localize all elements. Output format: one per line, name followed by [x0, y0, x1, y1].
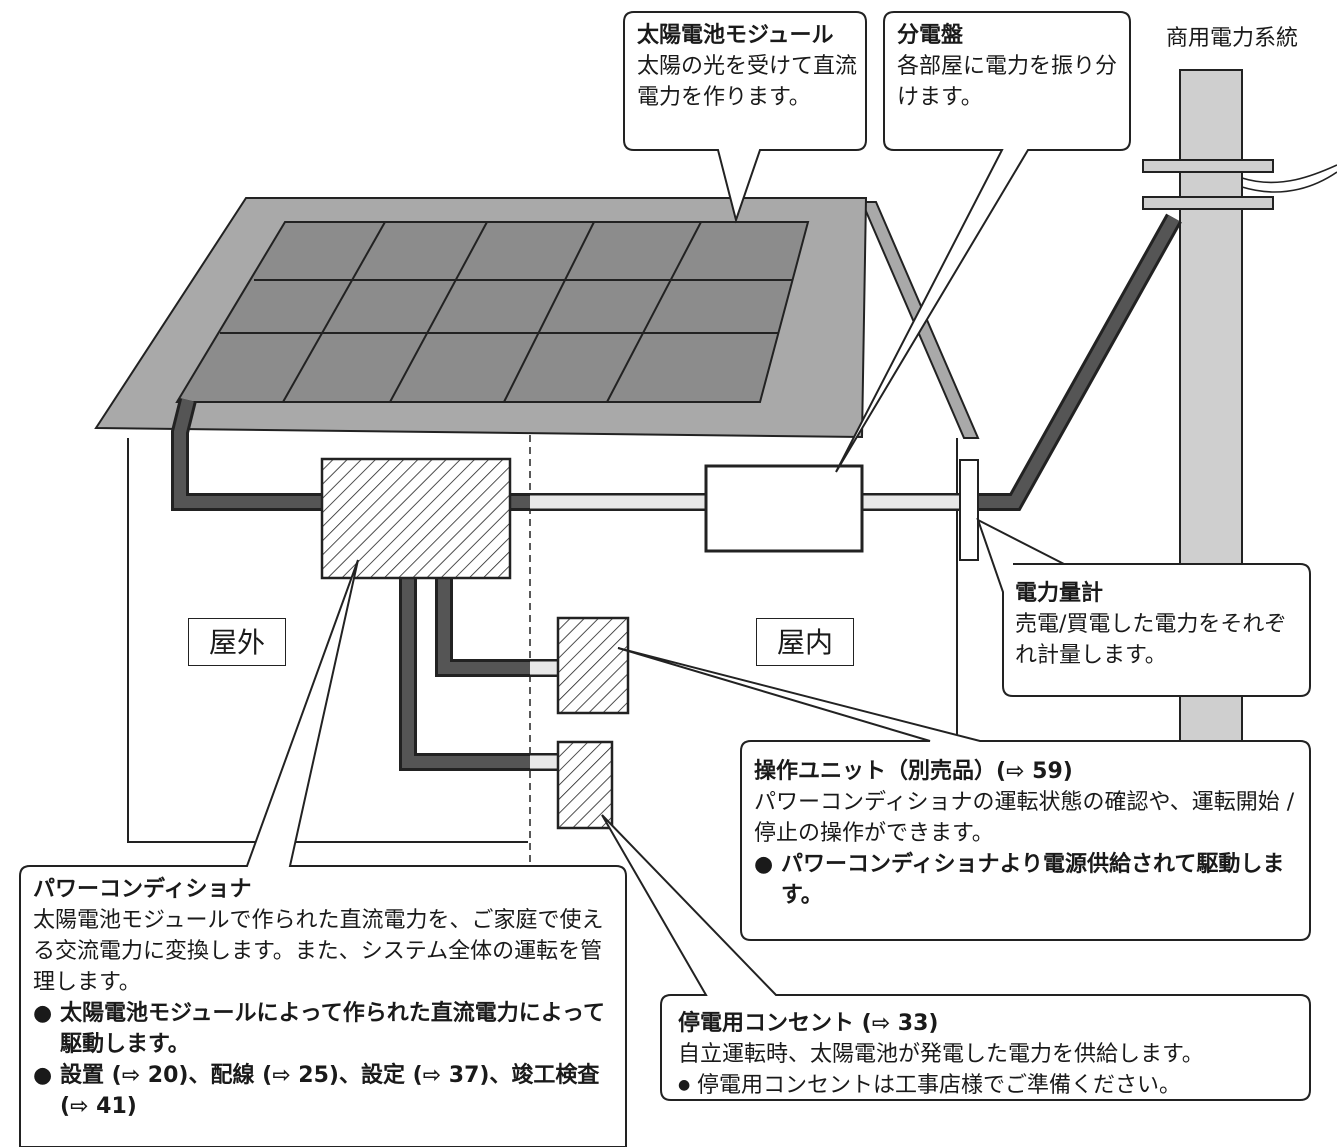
solar-module-array	[175, 221, 810, 403]
solar-module-title: 太陽電池モジュール	[637, 23, 834, 48]
outlet-bullets: 停電用コンセントは工事店様でご準備ください。	[678, 1070, 1308, 1101]
meter-box	[959, 459, 979, 561]
outlet-bullet: 停電用コンセントは工事店様でご準備ください。	[678, 1070, 1308, 1101]
power-conditioner-box	[320, 457, 512, 580]
meter-text: 売電/買電した電力をそれぞれ計量します。	[1015, 612, 1287, 668]
power-conditioner-bullet: 太陽電池モジュールによって作られた直流電力によって駆動します。	[33, 998, 621, 1060]
meter-callout-balloon	[976, 517, 1311, 697]
utility-grid-label: 商用電力系統	[1166, 26, 1299, 51]
outlet-box	[556, 740, 614, 830]
meter-callout: 電力量計 売電/買電した電力をそれぞれ計量します。	[1015, 578, 1307, 671]
solar-callout-balloon	[623, 11, 867, 224]
solar-module-text: 太陽の光を受けて直流電力を作ります。	[637, 54, 858, 110]
distribution-panel-title: 分電盤	[897, 23, 964, 48]
panel-callout-balloon	[835, 11, 1131, 473]
control-unit-box	[556, 616, 630, 715]
solar-module-callout: 太陽電池モジュール 太陽の光を受けて直流電力を作ります。	[637, 20, 862, 113]
control-unit-callout: 操作ユニット（別売品）(⇨ 59) パワーコンディショナの運転状態の確認や、運転…	[754, 756, 1310, 911]
outlet-text: 自立運転時、太陽電池が発電した電力を供給します。	[678, 1042, 1204, 1067]
power-conditioner-callout: パワーコンディショナ 太陽電池モジュールで作られた直流電力を、ご家庭で使える交流…	[33, 874, 621, 1122]
wiring	[171, 213, 1182, 771]
power-conditioner-title: パワーコンディショナ	[33, 877, 252, 902]
power-conditioner-text: 太陽電池モジュールで作られた直流電力を、ご家庭で使える交流電力に変換します。また…	[33, 908, 604, 995]
distribution-panel-callout: 分電盤 各部屋に電力を振り分けます。	[897, 20, 1122, 113]
indoor-label: 屋内	[756, 618, 854, 666]
control-unit-bullets: パワーコンディショナより電源供給されて駆動します。	[754, 849, 1310, 911]
distribution-panel-box	[704, 464, 864, 553]
power-conditioner-bullets: 太陽電池モジュールによって作られた直流電力によって駆動します。 設置 (⇨ 20…	[33, 998, 621, 1122]
control-unit-text: パワーコンディショナの運転状態の確認や、運転開始 / 停止の操作ができます。	[754, 790, 1295, 846]
outlet-title: 停電用コンセント (⇨ 33)	[678, 1011, 939, 1036]
distribution-panel-text: 各部屋に電力を振り分けます。	[897, 54, 1118, 110]
control-unit-title: 操作ユニット（別売品）(⇨ 59)	[754, 759, 1073, 784]
outlet-callout: 停電用コンセント (⇨ 33) 自立運転時、太陽電池が発電した電力を供給します。…	[678, 1008, 1308, 1101]
outdoor-label: 屋外	[188, 618, 286, 666]
power-conditioner-bullet: 設置 (⇨ 20)、配線 (⇨ 25)、設定 (⇨ 37)、竣工検査 (⇨ 41…	[33, 1060, 621, 1122]
control-unit-bullet: パワーコンディショナより電源供給されて駆動します。	[754, 849, 1310, 911]
meter-title: 電力量計	[1015, 581, 1104, 606]
